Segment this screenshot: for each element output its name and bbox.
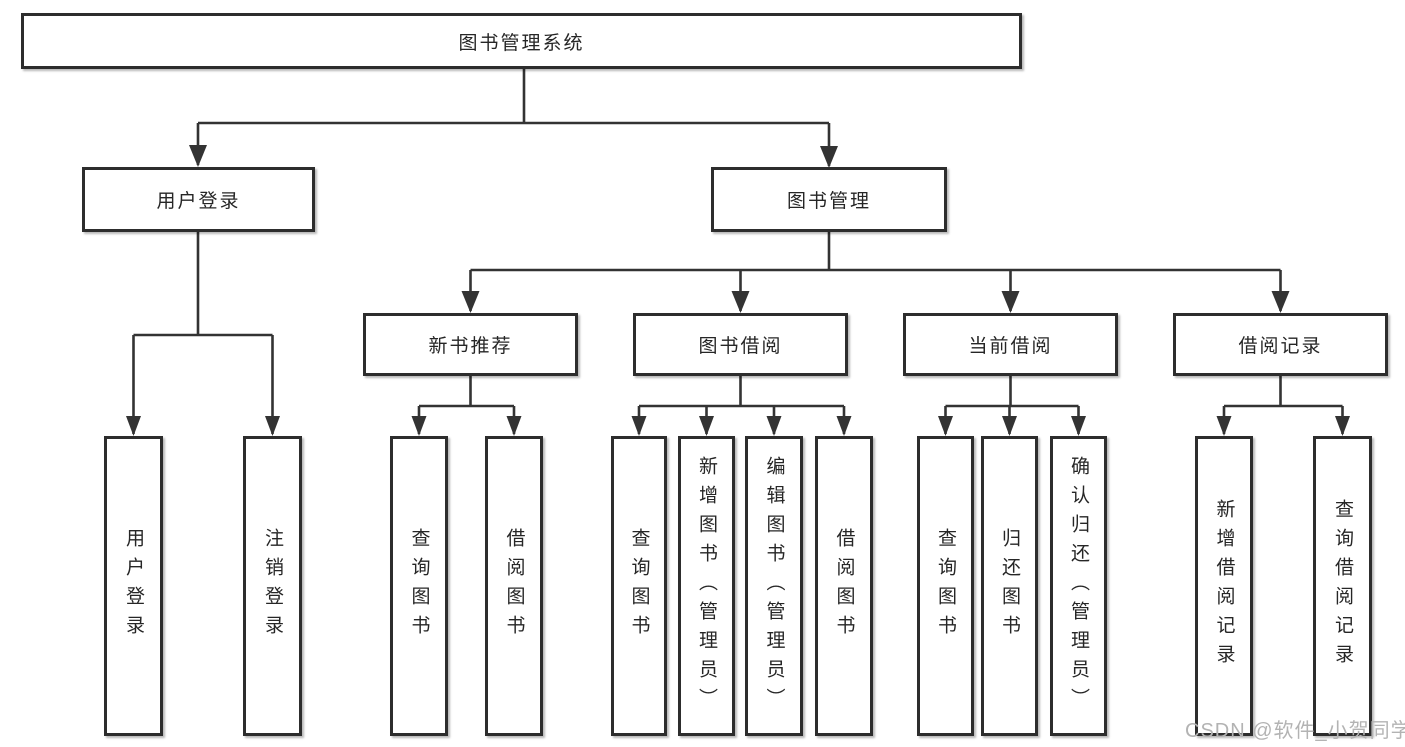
arrow-icon [631, 416, 647, 436]
node-leaf-user-login: 用户登录 [104, 436, 163, 736]
arrow-icon [1001, 291, 1020, 313]
arrow-icon [766, 416, 782, 436]
node-label: 图书借阅 [698, 336, 783, 357]
arrow-icon [1216, 416, 1232, 436]
node-leaf-query-books-1: 查询图书 [390, 436, 448, 736]
node-leaf-edit-books-admin: 编辑图书（管理员） [745, 436, 803, 736]
node-label: 查询借阅记录 [1332, 499, 1353, 673]
arrow-icon [836, 416, 852, 436]
node-label: 图书管理 [786, 191, 871, 212]
node-leaf-query-books-3: 查询图书 [917, 436, 974, 736]
node-label: 新书推荐 [428, 336, 513, 357]
node-label: 借阅图书 [833, 528, 855, 644]
node-label: 用户登录 [156, 191, 241, 212]
node-book-borrow: 图书借阅 [633, 313, 848, 376]
arrow-icon [699, 416, 714, 436]
arrow-icon [506, 416, 522, 436]
node-label: 当前借阅 [968, 336, 1053, 357]
node-label: 查询图书 [408, 528, 430, 644]
node-current-borrow: 当前借阅 [903, 313, 1118, 376]
node-book-management-system: 图书管理系统 [21, 13, 1022, 69]
node-label: 编辑图书（管理员） [763, 455, 785, 717]
node-leaf-query-borrow-record: 查询借阅记录 [1313, 436, 1372, 736]
arrow-icon [820, 146, 838, 168]
node-label: 借阅记录 [1238, 336, 1323, 357]
node-label: 归还图书 [999, 528, 1020, 644]
arrow-icon [1335, 416, 1350, 436]
node-label: 查询图书 [628, 528, 650, 644]
node-leaf-logout: 注销登录 [243, 436, 302, 736]
node-label: 注销登录 [262, 528, 283, 644]
node-user-login: 用户登录 [82, 167, 315, 232]
arrow-icon [411, 416, 427, 436]
node-leaf-confirm-return-admin: 确认归还（管理员） [1050, 436, 1107, 736]
node-label: 图书管理系统 [458, 32, 585, 54]
node-label: 新增图书（管理员） [696, 455, 717, 717]
connector-book-borrow-children [637, 376, 846, 434]
node-label: 新增借阅记录 [1213, 499, 1235, 673]
node-label: 借阅图书 [503, 528, 525, 644]
node-label: 用户登录 [123, 528, 144, 644]
node-label: 确认归还（管理员） [1068, 455, 1089, 717]
connector-borrow-records-children [1222, 376, 1344, 434]
node-book-management: 图书管理 [711, 167, 947, 232]
node-borrow-records: 借阅记录 [1173, 313, 1388, 376]
arrow-icon [461, 291, 480, 313]
node-label: 查询图书 [935, 528, 956, 644]
arrow-icon [189, 145, 207, 167]
node-leaf-borrow-books-1: 借阅图书 [485, 436, 543, 736]
arrow-icon [1271, 291, 1290, 313]
node-leaf-query-books-2: 查询图书 [611, 436, 667, 736]
node-leaf-add-borrow-record: 新增借阅记录 [1195, 436, 1253, 736]
csdn-watermark: CSDN @软件_小贺同学 [1185, 720, 1405, 742]
arrow-icon [265, 416, 280, 436]
node-leaf-add-books-admin: 新增图书（管理员） [678, 436, 735, 736]
node-leaf-return-books: 归还图书 [981, 436, 1038, 736]
node-leaf-borrow-books-2: 借阅图书 [815, 436, 873, 736]
arrow-icon [938, 416, 953, 436]
arrow-icon [1071, 416, 1086, 436]
arrow-icon [1002, 416, 1017, 436]
connector-root-to-level2 [196, 69, 831, 166]
connector-user-login-children [132, 232, 274, 434]
node-new-book-recommend: 新书推荐 [363, 313, 578, 376]
connector-book-management-children [469, 232, 1282, 311]
arrow-icon [126, 416, 141, 436]
connector-new-book-recommend-children [417, 376, 516, 434]
arrowheads [126, 145, 1350, 436]
arrow-icon [731, 291, 750, 313]
